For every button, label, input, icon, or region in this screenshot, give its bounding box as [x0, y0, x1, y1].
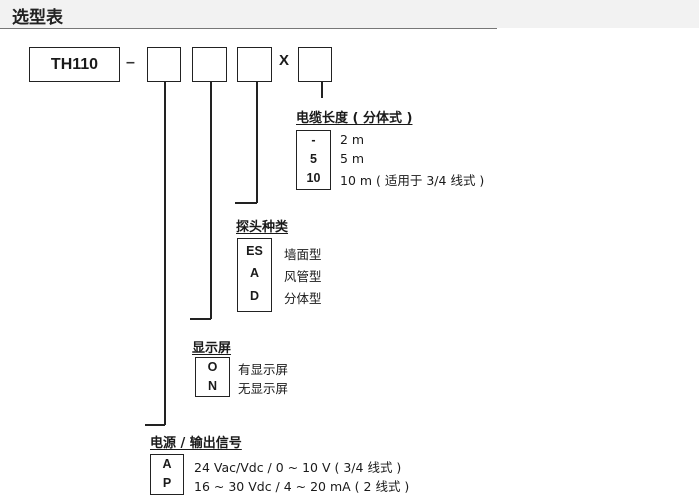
cable-slot-box: [298, 47, 332, 82]
display-code-1: O: [207, 360, 218, 374]
probe-code-3: D: [249, 289, 260, 303]
cable-code-2: 5: [310, 152, 317, 166]
model-prefix-text: TH110: [50, 56, 99, 73]
probe-code-2: A: [249, 266, 260, 280]
cable-desc-1: 2 m: [340, 132, 365, 147]
display-connector-horizontal: [190, 318, 211, 320]
cable-code-box: - 5 10: [296, 130, 331, 190]
probe-desc-2: 风管型: [284, 269, 322, 284]
display-code-box: O N: [195, 357, 230, 397]
power-desc-1: 24 Vac/Vdc / 0 ~ 10 V ( 3/4 线式 ): [194, 460, 402, 475]
model-prefix-box: TH110: [29, 47, 120, 82]
probe-slot-box: [237, 47, 272, 82]
probe-connector-vertical: [256, 82, 258, 203]
power-connector-vertical: [164, 82, 166, 425]
display-desc-1: 有显示屏: [238, 362, 289, 377]
probe-code-box: ES A D: [237, 238, 272, 312]
display-section-title: 显示屏: [192, 341, 232, 356]
probe-code-1: ES: [246, 244, 263, 258]
page-title: 选型表: [12, 8, 63, 28]
display-slot-box: [192, 47, 227, 82]
power-desc-2: 16 ~ 30 Vdc / 4 ~ 20 mA ( 2 线式 ): [194, 479, 410, 494]
power-code-2: P: [162, 476, 172, 490]
power-code-1: A: [162, 457, 172, 471]
probe-desc-1: 墙面型: [284, 247, 322, 262]
cable-code-3: 10: [306, 171, 321, 185]
power-section-title: 电源 / 输出信号: [150, 436, 242, 451]
probe-desc-3: 分体型: [284, 291, 322, 306]
title-rule: [0, 28, 497, 29]
power-slot-box: [147, 47, 181, 82]
dash-separator: –: [126, 54, 135, 71]
display-desc-2: 无显示屏: [238, 381, 289, 396]
power-code-box: A P: [150, 454, 184, 495]
power-connector-horizontal: [145, 424, 165, 426]
probe-connector-horizontal: [235, 202, 257, 204]
title-band: [0, 0, 699, 28]
times-separator: X: [279, 52, 290, 69]
cable-connector-vertical: [321, 82, 323, 98]
cable-section-title: 电缆长度 ( 分体式 ): [296, 111, 413, 126]
cable-code-1: -: [311, 133, 316, 147]
probe-section-title: 探头种类: [236, 220, 289, 235]
display-connector-vertical: [210, 82, 212, 319]
cable-desc-3: 10 m ( 适用于 3/4 线式 ): [340, 173, 485, 188]
display-code-2: N: [207, 379, 218, 393]
cable-desc-2: 5 m: [340, 151, 365, 166]
